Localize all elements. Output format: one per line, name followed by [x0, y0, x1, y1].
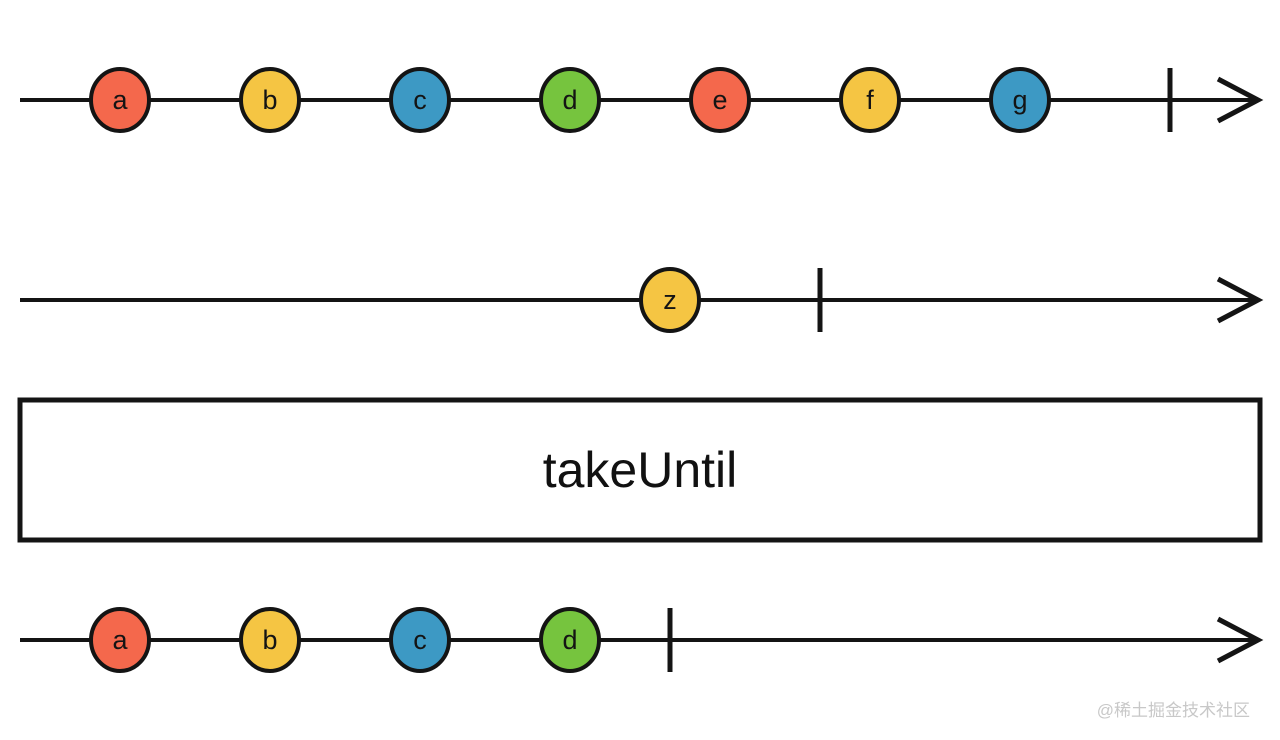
source-stream: a b c d e f g — [20, 67, 1264, 133]
marble-g: g — [989, 67, 1051, 133]
marble-a: a — [89, 67, 151, 133]
marble-circle — [689, 67, 751, 133]
marble-f: f — [839, 67, 901, 133]
marble-circle — [89, 67, 151, 133]
marble-label: f — [866, 85, 874, 115]
streams-layer: a b c d e f g z a b c d — [20, 67, 1264, 673]
marble-label: d — [562, 625, 577, 655]
marble-label: d — [562, 85, 577, 115]
marble-label: g — [1012, 85, 1027, 115]
marble-circle — [639, 267, 701, 333]
marble-z: z — [639, 267, 701, 333]
operator-box: takeUntil — [17, 397, 1263, 543]
operator-box-border — [17, 397, 1263, 543]
marble-c: c — [389, 67, 451, 133]
marble-label: e — [712, 85, 727, 115]
marble-label: a — [112, 625, 128, 655]
marble-circle — [839, 67, 901, 133]
arrowhead-icon — [1216, 276, 1264, 324]
marble-circle — [389, 67, 451, 133]
marble-label: b — [262, 625, 277, 655]
marble-d: d — [539, 607, 601, 673]
marble-d: d — [539, 67, 601, 133]
marble-circle — [389, 607, 451, 673]
marble-e: e — [689, 67, 751, 133]
marble-a: a — [89, 607, 151, 673]
arrowhead-icon — [1216, 616, 1264, 664]
notifier-stream: z — [20, 267, 1264, 333]
arrowhead-icon — [1216, 76, 1264, 124]
marble-label: z — [663, 285, 677, 315]
output-stream: a b c d — [20, 607, 1264, 673]
marble-b: b — [239, 67, 301, 133]
marble-label: a — [112, 85, 128, 115]
marble-b: b — [239, 607, 301, 673]
marble-c: c — [389, 607, 451, 673]
marble-circle — [239, 67, 301, 133]
watermark: @稀土掘金技术社区 — [1097, 701, 1250, 720]
marble-circle — [539, 607, 601, 673]
marble-label: b — [262, 85, 277, 115]
operator-label: takeUntil — [543, 442, 738, 498]
marble-label: c — [413, 85, 427, 115]
marble-circle — [239, 607, 301, 673]
marble-circle — [89, 607, 151, 673]
marble-circle — [989, 67, 1051, 133]
marble-circle — [539, 67, 601, 133]
marble-label: c — [413, 625, 427, 655]
